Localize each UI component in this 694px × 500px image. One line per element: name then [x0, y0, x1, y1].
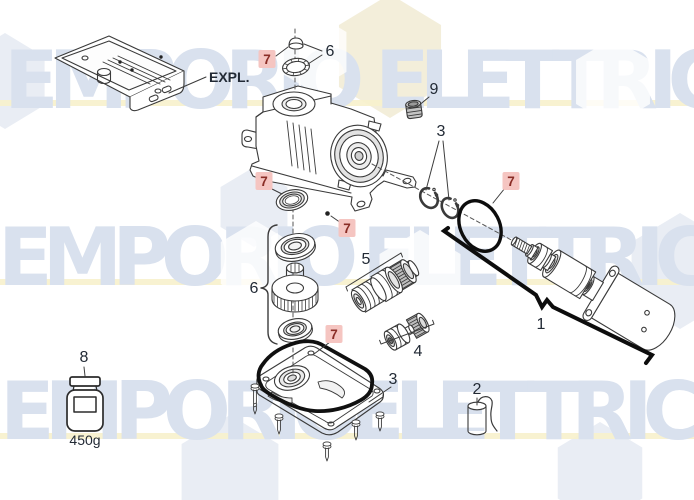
grease-weight-label: 450g	[69, 432, 101, 448]
leader-lines	[83, 43, 506, 406]
base-plate	[256, 345, 385, 436]
callout-6b: 6	[249, 280, 259, 297]
callout-3b: 3	[388, 371, 398, 388]
screws	[250, 383, 385, 462]
o-ring	[457, 199, 503, 253]
callout-1: 1	[536, 316, 546, 333]
capacitor	[467, 396, 498, 436]
grease-jar	[66, 376, 104, 432]
callout-5: 5	[361, 251, 371, 268]
callout-7e: 7	[325, 325, 343, 343]
callout-7d: 7	[502, 172, 520, 190]
gasket	[256, 339, 375, 414]
clutch-assembly	[350, 259, 420, 313]
release-gear	[383, 312, 430, 351]
motor-assembly	[510, 236, 676, 351]
gear-shaft-assembly	[271, 232, 319, 343]
gearbox-housing	[241, 85, 417, 216]
callout-7a: 7	[258, 50, 276, 68]
callout-9: 9	[429, 81, 439, 98]
callout-6a: 6	[325, 43, 335, 60]
callout-7c: 7	[338, 219, 356, 237]
callout-7b: 7	[255, 172, 273, 190]
callout-3a: 3	[436, 123, 446, 140]
drain-plug	[405, 99, 423, 120]
breather-cap	[288, 37, 304, 50]
group-bracket	[440, 226, 656, 365]
oil-seal	[275, 189, 309, 211]
callout-2: 2	[472, 381, 482, 398]
callout-8: 8	[79, 349, 89, 366]
seal-ball	[325, 211, 330, 216]
exploded-view-label: EXPL.	[209, 69, 250, 85]
cap-seal-ring	[282, 57, 310, 77]
retaining-rings	[418, 186, 460, 220]
callout-4: 4	[413, 343, 423, 360]
cover-tray	[54, 35, 207, 112]
